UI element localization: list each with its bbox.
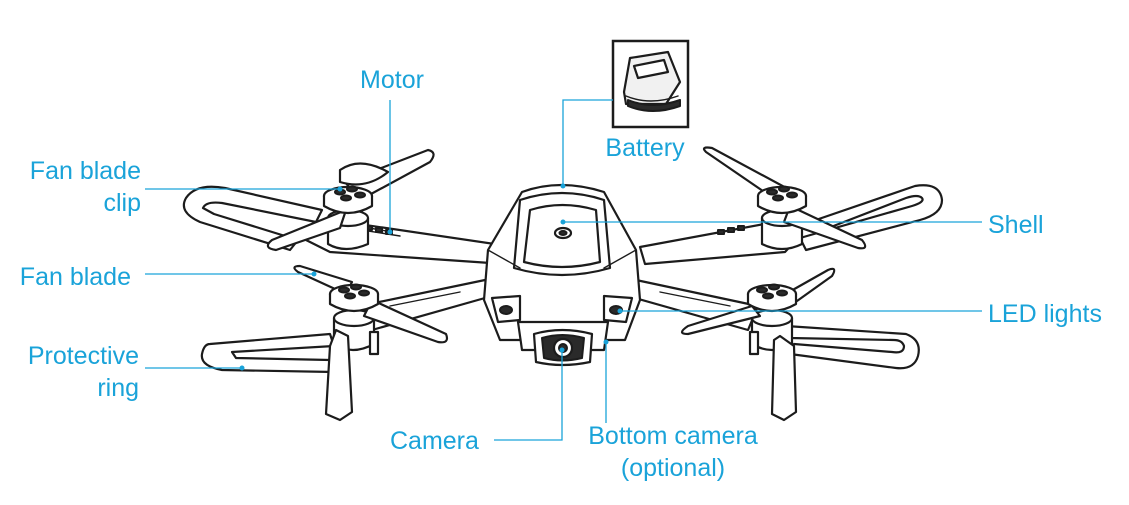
rear-left-motor: [266, 148, 435, 252]
label-bottom-camera-line1: Bottom camera: [588, 422, 758, 450]
protective-ring-front-right: [784, 324, 920, 370]
leader-led-lights: [617, 308, 982, 314]
label-protective-ring-line2: ring: [97, 374, 139, 402]
label-camera: Camera: [390, 427, 479, 455]
leader-camera: [494, 347, 565, 441]
front-right-motor: [680, 267, 836, 422]
leader-motor: [387, 100, 393, 235]
label-shell: Shell: [988, 211, 1044, 239]
rear-right-motor: [702, 146, 867, 251]
label-protective-ring-line1: Protective: [27, 342, 139, 370]
battery-inset: [611, 39, 690, 129]
leader-battery: [560, 99, 613, 189]
leader-fan-blade: [145, 271, 317, 277]
leader-fan-blade-clip: [145, 186, 343, 192]
front-left-motor: [293, 264, 449, 422]
drone-body: [482, 183, 642, 352]
label-bottom-camera-line2: (optional): [620, 454, 726, 482]
protective-ring-rear-left: [182, 185, 324, 252]
label-fan-blade: Fan blade: [19, 263, 131, 291]
label-led-lights: LED lights: [988, 300, 1102, 328]
label-motor: Motor: [360, 66, 424, 94]
label-fan-blade-clip-line2: clip: [103, 189, 141, 217]
leader-protective-ring: [145, 365, 245, 371]
camera-module: [532, 328, 594, 367]
label-fan-blade-clip-line1: Fan blade: [29, 157, 141, 185]
label-battery: Battery: [605, 134, 685, 162]
leader-bottom-camera: [603, 339, 609, 423]
protective-ring-front-left: [200, 332, 336, 374]
leader-shell: [560, 219, 982, 225]
protective-ring-rear-right: [798, 184, 944, 252]
